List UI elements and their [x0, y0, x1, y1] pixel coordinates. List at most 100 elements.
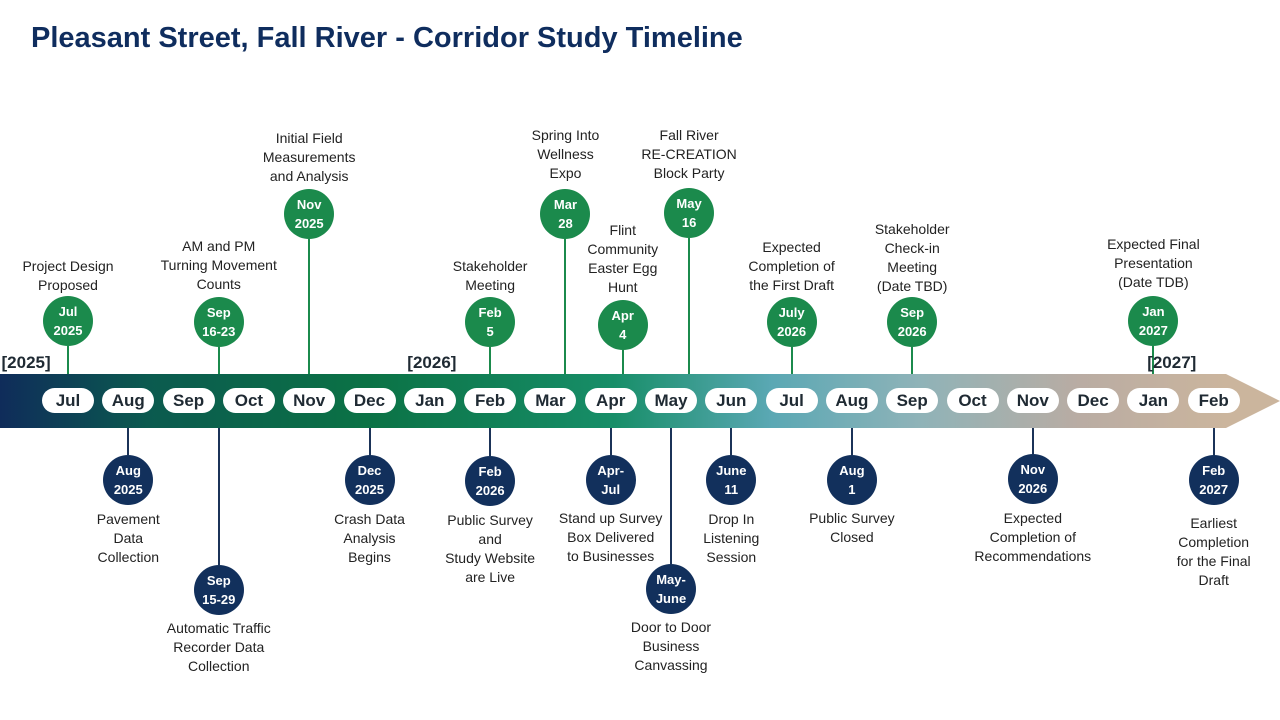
label-line: Proposed [38, 277, 98, 293]
label-line: Stand up Survey [558, 510, 663, 526]
label-line: Data [113, 530, 144, 546]
label-line: Initial Field [275, 130, 343, 146]
month-label-18: Jan [1127, 388, 1180, 413]
event-date-badge: Feb 2026 [465, 456, 516, 506]
label-line: Canvassing [634, 657, 708, 673]
badge-text: Apr- [597, 463, 625, 478]
label-line: Box Delivered [567, 529, 655, 545]
label-line: Public Survey [809, 510, 895, 526]
badge-text: 2025 [355, 482, 384, 497]
label-line: Easter Egg [588, 260, 658, 276]
year-marker-2025: [2025] [1, 353, 51, 372]
badge-text: June [716, 463, 747, 478]
month-label-8: Mar [524, 388, 577, 413]
label-line: Drop In [708, 511, 755, 527]
month-label-10: May [645, 388, 697, 413]
label-line: Expected [1003, 510, 1062, 526]
label-line: Measurements [262, 149, 356, 165]
badge-text: Jan [1142, 304, 1165, 319]
month-label-9: Apr [584, 388, 637, 413]
badge-text: Sep [900, 305, 925, 320]
badge-text: 1 [848, 482, 856, 497]
year-marker-2026: [2026] [407, 353, 457, 372]
label-line: Door to Door [630, 619, 712, 635]
month-label-6: Jan [403, 388, 456, 413]
event-date-badge: May-June [646, 564, 696, 614]
label-line: Spring Into [531, 127, 600, 143]
month-label-4: Nov [283, 388, 336, 413]
label-line: Presentation [1114, 255, 1193, 271]
month-label-2: Sep [162, 388, 215, 413]
label-line: Collection [188, 658, 250, 674]
badge-text: Aug [115, 463, 141, 478]
label-line: Completion [1178, 534, 1250, 550]
label-line: Analysis [343, 530, 396, 546]
connector-line [67, 346, 69, 374]
label-line: Stakeholder [874, 221, 950, 237]
badge-text: 11 [724, 482, 739, 497]
badge-text: Nov [296, 197, 322, 212]
badge-text: 5 [486, 324, 494, 339]
badge-text: 2026 [475, 483, 505, 498]
label-line: Pavement [96, 511, 160, 527]
month-label-5: Dec [343, 388, 396, 413]
label-line: Expected [762, 239, 821, 255]
connector-line [308, 239, 311, 374]
connector-line [489, 428, 492, 456]
connector-line [368, 428, 371, 455]
month-label-11: Jun [705, 388, 758, 413]
badge-text: Aug [839, 463, 865, 478]
label-line: Meeting [465, 277, 515, 293]
month-label-17: Dec [1067, 388, 1120, 413]
label-line: Session [706, 549, 757, 565]
month-label-1: Aug [102, 388, 155, 413]
connector-line [609, 428, 612, 455]
label-line: Crash Data [334, 511, 405, 527]
badge-text: Nov [1020, 462, 1046, 477]
badge-text: 15-29 [202, 592, 236, 607]
badge-text: 2025 [294, 216, 324, 231]
label-line: Project Design [22, 258, 114, 274]
label-line: Stakeholder [452, 258, 528, 274]
month-label-7: Feb [464, 388, 517, 413]
connector-line [564, 239, 567, 374]
badge-text: May- [656, 572, 686, 587]
badge-text: Sep [206, 305, 231, 320]
connector-line [621, 350, 624, 374]
label-line: are Live [465, 569, 515, 585]
label-line: Meeting [887, 259, 938, 275]
label-line: Study Website [445, 550, 536, 566]
label-line: Check-in [884, 240, 940, 256]
badge-text: Jul [58, 304, 78, 319]
label-line: Completion of [748, 258, 835, 274]
badge-text: Feb [478, 464, 502, 479]
connector-line [1152, 346, 1155, 374]
label-line: Earliest [1190, 515, 1238, 531]
label-line: Flint [609, 222, 636, 238]
event-date-badge: Apr-Jul [585, 455, 636, 505]
connector-line [127, 428, 130, 455]
month-label-13: Aug [825, 388, 878, 413]
month-label-15: Oct [946, 388, 999, 413]
